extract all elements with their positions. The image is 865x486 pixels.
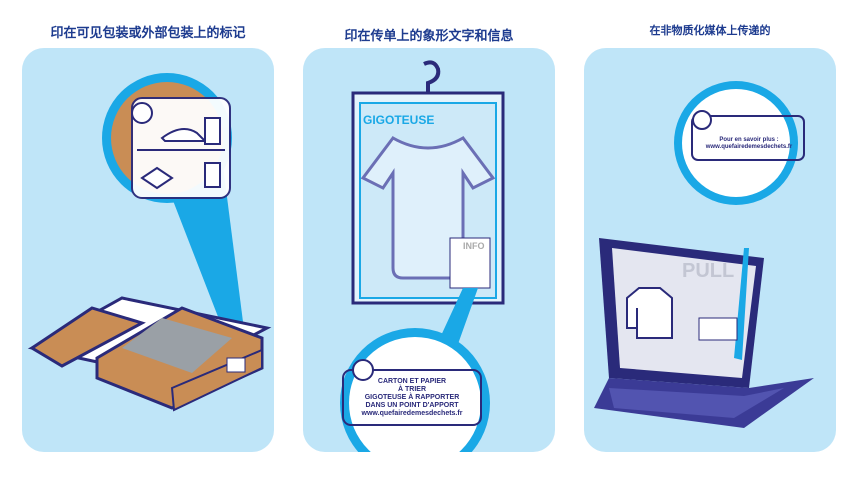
- panel-1-title: 印在可见包装或外部包装上的标记: [50, 26, 246, 41]
- triman-icon: [352, 359, 374, 381]
- panel-packaging: [22, 48, 274, 452]
- collection-bin-icon: [204, 117, 221, 145]
- panel-3-title: 在非物质化媒体上传递的: [649, 24, 771, 37]
- label-line: DANS UN POINT D'APPORT: [365, 402, 459, 410]
- panel-leaflet: GIGOTEUSE INFO CARTON ET PAPIER À TRIER …: [303, 48, 555, 452]
- screen-product-word: PULL: [682, 260, 735, 282]
- recycling-label: CARTON ET PAPIER À TRIER GIGOTEUSE À RAP…: [347, 378, 477, 418]
- label-line: CARTON ET PAPIER: [377, 378, 447, 385]
- triman-icon: [131, 102, 153, 124]
- garment-brand: GIGOTEUSE: [363, 113, 435, 127]
- shoe-icon: [160, 128, 208, 142]
- garment-bag-illustration: [340, 60, 505, 452]
- triman-icon: [692, 110, 712, 130]
- panel-2-title: 印在传单上的象形文字和信息: [344, 29, 514, 44]
- label-line: GIGOTEUSE À RAPPORTER: [364, 394, 460, 402]
- label-line: Pour en savoir plus :: [719, 137, 779, 143]
- sweater-icon: [626, 287, 673, 339]
- box-icon: [140, 166, 174, 190]
- laptop-illustration: [594, 81, 814, 428]
- recycling-label: Pour en savoir plus : www.quefairedemesd…: [696, 137, 802, 151]
- label-url: www.quefairedemesdechets.fr: [361, 410, 463, 418]
- recycling-bin-icon: [204, 162, 221, 188]
- label-url: www.quefairedemesdechets.fr: [705, 143, 793, 150]
- panel-digital: PULL Pour en savoir plus : www.quefaired…: [584, 48, 836, 452]
- shoebox-illustration: [27, 73, 272, 412]
- label-line: À TRIER: [398, 386, 426, 394]
- info-tag: INFO: [463, 241, 485, 251]
